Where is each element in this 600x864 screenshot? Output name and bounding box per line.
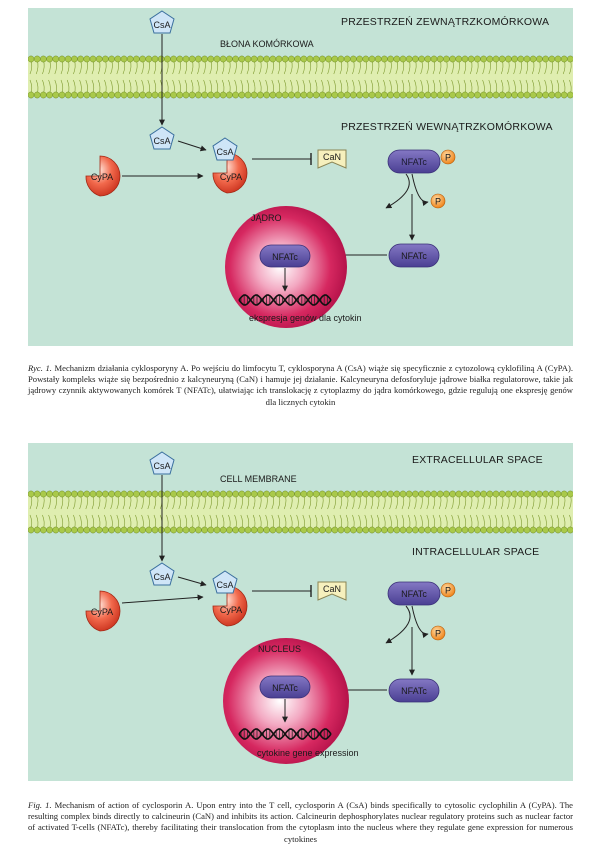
nucleus-body [223, 638, 349, 764]
nfatc-label: NFATc [272, 683, 298, 693]
csa-cypa-complex: CyPA CsA [212, 137, 248, 194]
cypa-label: CyPA [220, 172, 242, 182]
intracellular-space-label: INTRACELLULAR SPACE [412, 546, 539, 558]
nucleus-label: NUCLEUS [258, 644, 301, 654]
nfatc-dephosphorylated: NFATc [388, 243, 440, 268]
csa-to-complex-arrow [177, 140, 207, 152]
membrane-label: CELL MEMBRANE [220, 474, 297, 484]
csa-label: CsA [153, 136, 170, 146]
diagram-panel-en: EXTRACELLULAR SPACE CELL MEMBRANE INTRAC… [28, 443, 573, 781]
phosphate-release-arrow [411, 605, 429, 638]
nfatc-label: NFATc [401, 589, 427, 599]
dna-helix-icon [238, 728, 332, 740]
nfatc-label: NFATc [401, 251, 427, 261]
can-label: CaN [323, 584, 341, 594]
diagram-panel-pl: PRZESTRZEŃ ZEWNĄTRZKOMÓRKOWA BŁONA KOMÓR… [28, 8, 573, 346]
cypa-label: CyPA [220, 605, 242, 615]
csa-label: CsA [153, 20, 170, 30]
csa-intracellular-molecule: CsA [149, 126, 175, 150]
phosphate-label: P [435, 629, 441, 639]
csa-to-complex-arrow [177, 576, 207, 587]
extracellular-space-label: PRZESTRZEŃ ZEWNĄTRZKOMÓRKOWA [341, 15, 549, 28]
extracellular-space-label: EXTRACELLULAR SPACE [412, 454, 543, 466]
csa-label: CsA [216, 580, 233, 590]
dephosphorylation-arrow [385, 173, 410, 209]
csa-label: CsA [216, 147, 233, 157]
nucleus: NUCLEUS NFATc cytokine gene expression [223, 638, 359, 764]
mechanism-diagram-pl: PRZESTRZEŃ ZEWNĄTRZKOMÓRKOWA BŁONA KOMÓR… [28, 8, 573, 346]
released-phosphate: P [430, 625, 446, 641]
cypa-to-complex-arrow [121, 594, 204, 604]
phosphate-label: P [445, 586, 451, 596]
membrane-label: BŁONA KOMÓRKOWA [220, 39, 314, 49]
phosphate-label: P [445, 153, 451, 163]
cell-membrane [28, 490, 573, 534]
can-label: CaN [323, 152, 341, 162]
released-phosphate: P [430, 193, 446, 209]
csa-cypa-complex: CyPA CsA [212, 570, 248, 627]
phosphate-release-arrow [411, 173, 429, 206]
dephosphorylation-arrow [385, 605, 411, 644]
gene-expression-label: cytokine gene expression [257, 748, 359, 758]
nfatc-nuclear [259, 675, 311, 699]
nfatc-nuclear [259, 244, 311, 268]
figure-caption-en: Fig. 1. Mechanism of action of cyclospor… [28, 800, 573, 845]
nfatc-label: NFATc [401, 157, 427, 167]
cell-membrane [28, 55, 573, 99]
caption-label: Fig. 1. [28, 800, 52, 810]
csa-label: CsA [153, 572, 170, 582]
cypa-molecule: CyPA [85, 590, 121, 632]
csa-intracellular-molecule: CsA [149, 562, 175, 586]
caption-text: Mechanizm działania cyklosporyny A. Po w… [28, 363, 573, 407]
nfatc-label: NFATc [401, 686, 427, 696]
caption-text: Mechanism of action of cyclosporin A. Up… [28, 800, 573, 844]
nfatc-phosphorylated: NFATc P [387, 581, 456, 606]
nucleus-label: JĄDRO [251, 213, 282, 223]
phosphate-label: P [435, 197, 441, 207]
cypa-label: CyPA [91, 172, 113, 182]
intracellular-space-label: PRZESTRZEŃ WEWNĄTRZKOMÓRKOWA [341, 120, 553, 133]
cypa-molecule: CyPA [85, 155, 121, 197]
dna-helix-icon [238, 294, 332, 306]
cypa-label: CyPA [91, 607, 113, 617]
can-molecule: CaN [317, 581, 347, 601]
nfatc-label: NFATc [272, 252, 298, 262]
csa-extracellular-molecule: CsA [149, 10, 175, 34]
caption-label: Ryc. 1. [28, 363, 52, 373]
gene-expression-label: ekspresja genów dla cytokin [249, 313, 362, 323]
csa-extracellular-molecule: CsA [149, 451, 175, 475]
nfatc-dephosphorylated: NFATc [388, 678, 440, 703]
figure-caption-pl: Ryc. 1. Mechanizm działania cyklosporyny… [28, 363, 573, 408]
csa-label: CsA [153, 461, 170, 471]
mechanism-diagram-en: EXTRACELLULAR SPACE CELL MEMBRANE INTRAC… [28, 443, 573, 781]
nucleus: JĄDRO NFATc ekspresja genów dla cytokin [225, 206, 362, 328]
nfatc-phosphorylated: NFATc P [387, 149, 456, 174]
can-molecule: CaN [317, 149, 347, 169]
